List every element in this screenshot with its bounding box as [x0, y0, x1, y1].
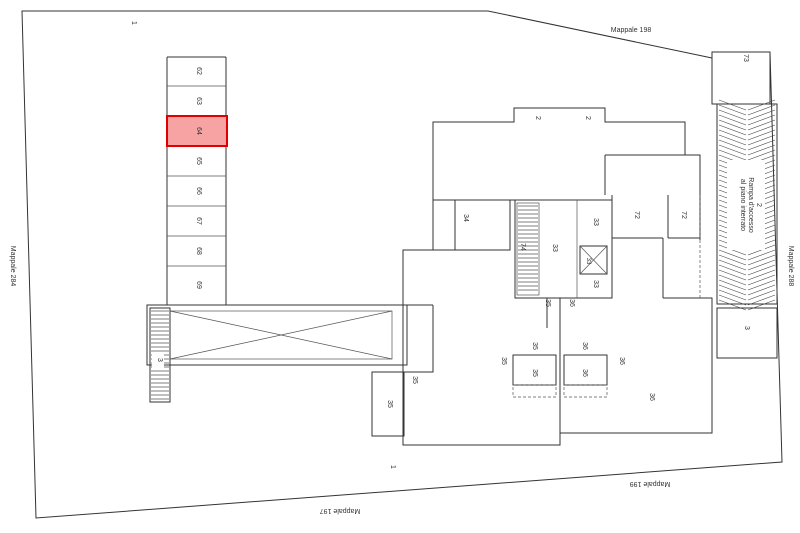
unit-label: 2: [584, 116, 591, 120]
parking-label: 69: [195, 281, 202, 289]
stair-label: 3: [156, 358, 163, 362]
unit-label: 1: [130, 21, 137, 25]
unit-label: 33: [585, 258, 591, 265]
main-building: [402, 107, 713, 446]
parking-label: 66: [195, 187, 202, 195]
unit-label: 35: [500, 357, 507, 365]
neighbor-label-bottom-left: Mappale 197: [320, 507, 361, 514]
unit-label: 36: [581, 342, 588, 350]
neighbor-label-right: Mappale 288: [787, 246, 794, 287]
parking-label: 62: [195, 67, 202, 75]
unit-label: 35: [531, 342, 538, 350]
left-staircase: 3: [149, 307, 171, 403]
neighbor-label-top: Mappale 198: [611, 27, 652, 34]
lift-shaft: [579, 245, 608, 275]
unit-label: 35: [386, 400, 393, 408]
unit-label: 36: [648, 393, 655, 401]
unit-label: 33: [551, 244, 558, 252]
unit-label: 72: [680, 211, 687, 219]
central-core: [514, 199, 613, 299]
unit-label: 36: [581, 369, 588, 377]
cellar-boxes: [512, 354, 608, 398]
unit-label: 1: [389, 465, 396, 469]
highlighted-parking-space[interactable]: [166, 115, 228, 147]
parking-label: 67: [195, 217, 202, 225]
unit-label: 36: [568, 299, 575, 307]
unit-label: 35: [544, 299, 551, 307]
unit-label: 36: [618, 357, 625, 365]
unit-label: 33: [592, 280, 599, 288]
ramp-label-line2: al piano interrato: [739, 179, 746, 231]
site-boundary: [21, 10, 783, 519]
unit-label: 2: [534, 116, 541, 120]
unit-label: 74: [519, 243, 526, 251]
unit-label: 35: [531, 369, 538, 377]
parking-label: 68: [195, 247, 202, 255]
covered-passage: [146, 304, 408, 366]
ramp-label-line1: Rampa d'accesso: [747, 177, 754, 233]
unit-label: 33: [592, 218, 599, 226]
unit-label: 34: [462, 214, 469, 222]
neighbor-label-bottom-right: Mappale 199: [630, 480, 671, 487]
parking-column: 62 63 64 65 66 67 68 69: [166, 56, 228, 305]
unit-label: 35: [411, 376, 418, 384]
ramp-number: 2: [755, 203, 762, 207]
stair-treads: [518, 205, 538, 291]
parking-label-highlighted: 64: [195, 127, 202, 135]
unit-label: 3: [743, 326, 750, 330]
storage-35: [371, 371, 405, 437]
unit-label: 72: [633, 211, 640, 219]
parking-label: 63: [195, 97, 202, 105]
access-ramp: [711, 51, 778, 359]
parking-label: 65: [195, 157, 202, 165]
neighbor-label-left: Mappale 284: [9, 246, 16, 287]
unit-label: 73: [742, 54, 749, 62]
